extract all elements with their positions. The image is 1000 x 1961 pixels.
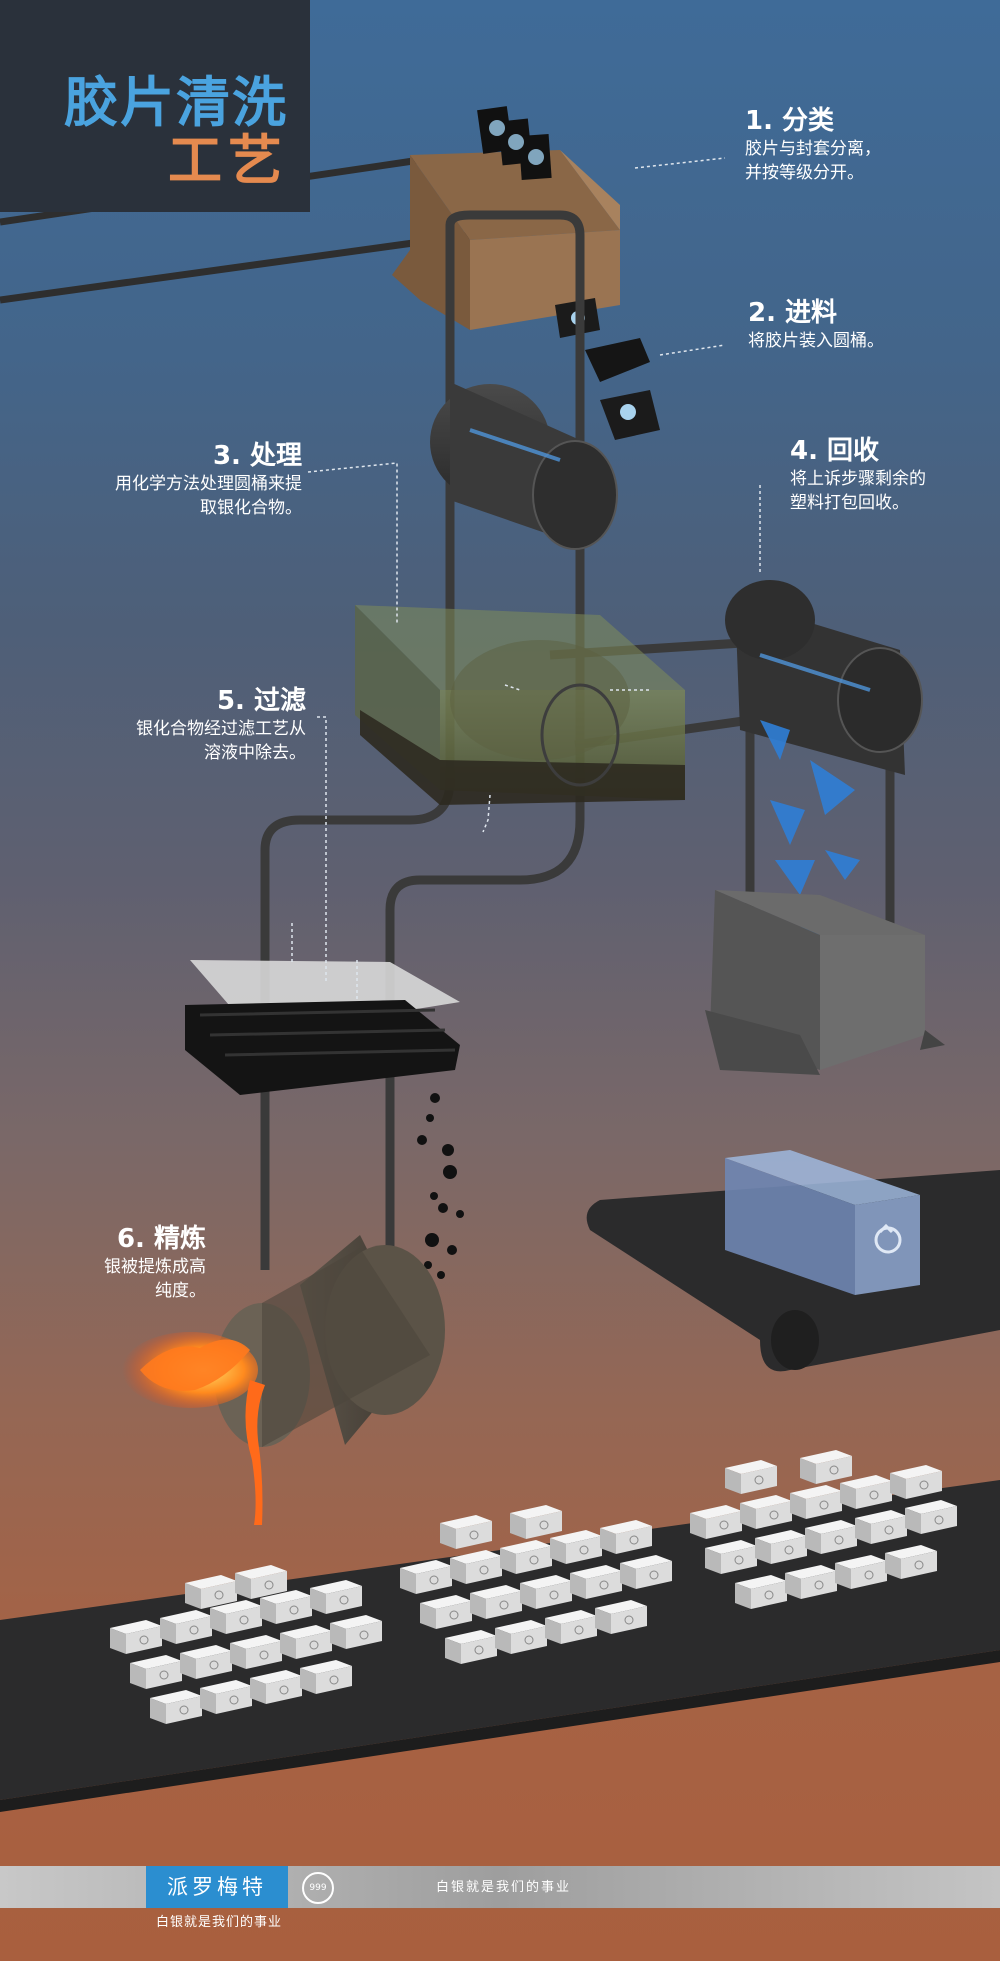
falling-films xyxy=(555,298,660,440)
step-5-filtering: 5. 过滤 银化合物经过滤工艺从 溶液中除去。 xyxy=(86,680,306,765)
step-1-sorting: 1. 分类 胶片与封套分离， 并按等级分开。 xyxy=(745,100,881,185)
chemical-tank xyxy=(355,605,685,805)
step-title: 5. 过滤 xyxy=(216,686,306,716)
brand-seal-icon: 999 xyxy=(302,1872,334,1904)
recycling-bin xyxy=(705,890,945,1075)
recycle-icon xyxy=(874,1223,902,1254)
step-2-feeding: 2. 进料 将胶片装入圆桶。 xyxy=(748,292,884,353)
fire-icon xyxy=(122,1332,265,1525)
step-3-processing: 3. 处理 用化学方法处理圆桶来提 取银化合物。 xyxy=(60,435,302,520)
silver-droplets xyxy=(417,1093,464,1279)
plastic-bale xyxy=(725,1150,920,1295)
step-title: 4. 回收 xyxy=(790,436,880,466)
step-description: 将上诉步骤剩余的 塑料打包回收。 xyxy=(790,469,926,513)
step-4-recycling: 4. 回收 将上诉步骤剩余的 塑料打包回收。 xyxy=(790,430,926,515)
step-description: 将胶片装入圆桶。 xyxy=(748,331,884,351)
leader-lines xyxy=(291,157,761,1000)
step-description: 银被提炼成高 纯度。 xyxy=(104,1257,206,1301)
filter-assembly xyxy=(185,960,460,1095)
refiner-crucible xyxy=(214,1235,445,1447)
processing-drum xyxy=(430,382,618,550)
step-description: 用化学方法处理圆桶来提 取银化合物。 xyxy=(115,474,302,518)
recycling-drum xyxy=(725,580,923,775)
page-subtitle: 工艺 xyxy=(168,129,288,192)
footer-subtitle: 白银就是我们的事业 xyxy=(156,1915,283,1930)
step-title: 2. 进料 xyxy=(748,298,838,328)
title-panel: 胶片清洗 工艺 xyxy=(0,0,310,212)
footer-slogan: 白银就是我们的事业 xyxy=(436,1880,572,1895)
step-title: 6. 精炼 xyxy=(116,1224,206,1254)
step-description: 银化合物经过滤工艺从 溶液中除去。 xyxy=(136,719,306,763)
step-description: 胶片与封套分离， 并按等级分开。 xyxy=(745,139,881,183)
step-title: 1. 分类 xyxy=(745,106,835,136)
step-title: 3. 处理 xyxy=(212,441,302,471)
page-title: 胶片清洗 xyxy=(64,71,288,134)
step-6-refining: 6. 精炼 银被提炼成高 纯度。 xyxy=(70,1218,206,1303)
xray-film-icon xyxy=(477,106,552,180)
brand-name: 派罗梅特 xyxy=(146,1866,288,1908)
